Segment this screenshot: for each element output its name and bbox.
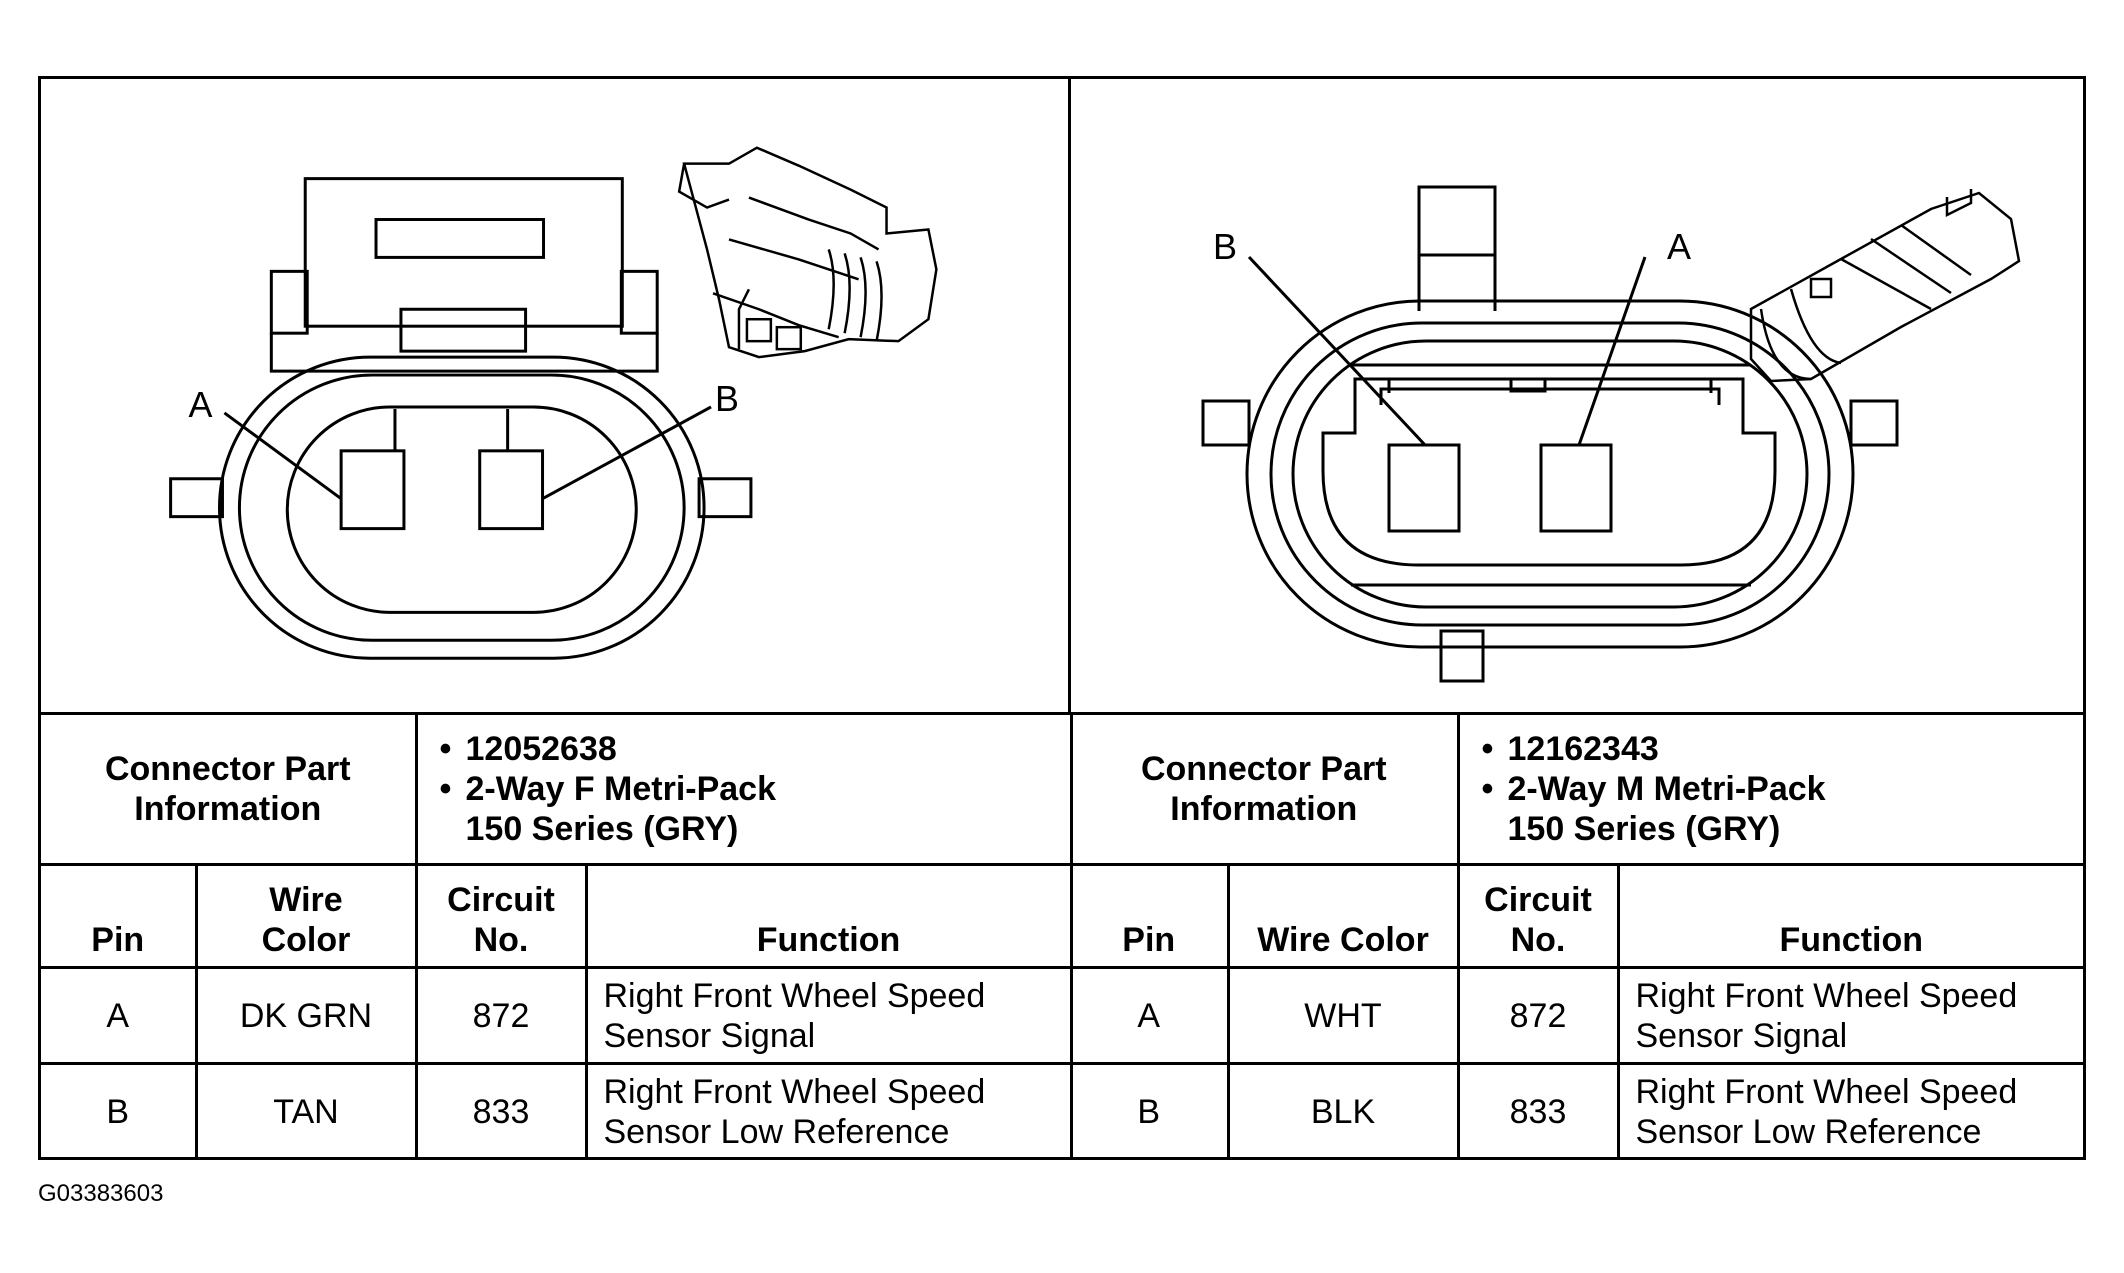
female-connector-isometric-sketch xyxy=(677,146,938,359)
left-row-a-pin: A xyxy=(41,966,198,1065)
right-header-pin: Pin xyxy=(1071,863,1230,969)
left-part-type: 2-Way F Metri-Pack xyxy=(465,770,777,808)
left-row-a-circuit: 872 xyxy=(414,966,588,1065)
right-pin-a-cavity xyxy=(1539,443,1613,533)
male-connector-isometric-sketch xyxy=(1749,189,2021,383)
left-info-value: •12052638 •2-Way F Metri-Pack 150 Series… xyxy=(414,712,1073,866)
connector-diagram-sheet: A B xyxy=(38,76,2086,1160)
female-connector-face-drawing xyxy=(169,146,938,660)
left-header-function: Function xyxy=(584,863,1073,969)
left-part-series: 150 Series (GRY) xyxy=(465,810,739,848)
right-part-number: 12162343 xyxy=(1507,730,1659,768)
left-header-pin: Pin xyxy=(41,863,198,969)
right-row-a-pin: A xyxy=(1071,966,1230,1065)
right-row-b-circuit: 833 xyxy=(1456,1062,1620,1158)
right-part-type: 2-Way M Metri-Pack xyxy=(1507,770,1826,808)
right-row-b-pin: B xyxy=(1071,1062,1230,1158)
left-pin-b-cavity xyxy=(478,449,545,531)
right-row-a-circuit: 872 xyxy=(1456,966,1620,1065)
right-header-function: Function xyxy=(1616,863,2083,969)
left-connector-drawing-panel: A B xyxy=(41,79,1071,712)
right-header-wire-color: Wire Color xyxy=(1226,863,1460,969)
male-connector-face-drawing xyxy=(1201,185,2021,683)
right-row-a-wire-color: WHT xyxy=(1226,966,1460,1065)
figure-id: G03383603 xyxy=(38,1180,164,1207)
left-row-a-wire-color: DK GRN xyxy=(194,966,418,1065)
left-row-b-wire-color: TAN xyxy=(194,1062,418,1158)
left-pin-a-cavity xyxy=(339,449,406,531)
right-info-value: •12162343 •2-Way M Metri-Pack 150 Series… xyxy=(1456,712,2083,866)
left-part-number: 12052638 xyxy=(465,730,617,768)
right-part-series: 150 Series (GRY) xyxy=(1507,810,1781,848)
right-row-b-wire-color: BLK xyxy=(1226,1062,1460,1158)
right-pin-b-cavity xyxy=(1387,443,1461,533)
left-row-b-circuit: 833 xyxy=(414,1062,588,1158)
left-row-b-pin: B xyxy=(41,1062,198,1158)
right-connector-drawing-panel: B A xyxy=(1071,79,2083,712)
